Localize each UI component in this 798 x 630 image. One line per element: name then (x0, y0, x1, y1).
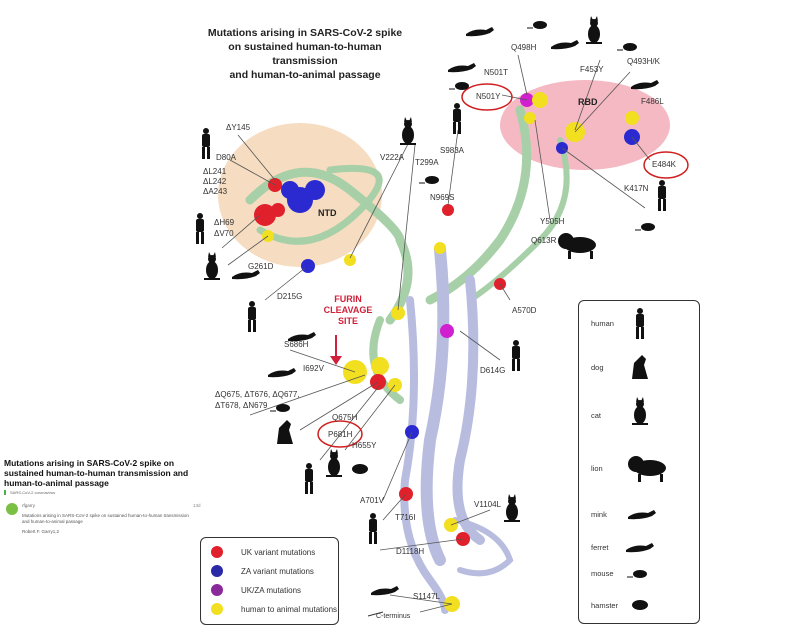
legend-item-za: ZA variant mutations (211, 565, 314, 577)
mutation-legend: UK variant mutations ZA variant mutation… (200, 537, 339, 625)
post-username[interactable]: rfgarry (22, 503, 36, 508)
mutation-label: Q493H/K (627, 57, 660, 66)
rbd-label: RBD (578, 97, 598, 107)
mutation-label: H655Y (352, 441, 377, 450)
mutation-label: V222A (380, 153, 405, 162)
mutation-label: Y505H (540, 217, 565, 226)
mutation-label: S686H (284, 340, 309, 349)
title-line: and human-to-animal passage (229, 69, 381, 81)
mutation-label: D215G (277, 292, 303, 301)
legend-label: UK variant mutations (241, 547, 316, 557)
mutation-label: D80A (216, 153, 237, 162)
mutation-label: F486L (641, 97, 664, 106)
highlight-e484k (643, 151, 689, 179)
title-line: Mutations arising in SARS-CoV-2 spike (207, 27, 403, 39)
mutation-label: K417N (624, 184, 649, 193)
forum-post-preview: Mutations arising in SARS-CoV-2 spike on… (0, 458, 210, 551)
mutation-label: ΔQ675, ΔT676, ΔQ677, (215, 390, 300, 399)
furin-cleavage-site-label: FURIN CLEAVAGE SITE (318, 294, 378, 327)
host-cat: cat (591, 411, 602, 420)
mutation-label: ΔH69 (214, 218, 235, 227)
host-dog: dog (591, 363, 604, 372)
avatar[interactable] (6, 503, 18, 515)
mutation-label: I692V (303, 364, 324, 373)
mutation-label: ΔL242 (203, 177, 227, 186)
mutation-label: E484K (652, 160, 677, 169)
legend-item-uk: UK variant mutations (211, 546, 315, 558)
furin-line: SITE (337, 316, 358, 326)
mutation-label: V1104L (474, 500, 501, 509)
post-title[interactable]: Mutations arising in SARS-CoV-2 spike on… (4, 458, 189, 488)
legend-swatch (211, 565, 223, 577)
post-category-tag[interactable]: SARS-CoV-2 coronavirus (4, 490, 210, 495)
post-author: Robert F. Garry1,2 (22, 529, 60, 534)
ntd-label: NTD (318, 208, 337, 218)
host-lion: lion (591, 464, 603, 473)
mutation-label: ΔA243 (203, 187, 228, 196)
mutation-label: ΔT678, ΔN679 (215, 401, 268, 410)
mutation-label: ΔL241 (203, 167, 227, 176)
figure-title: Mutations arising in SARS-CoV-2 spike on… (200, 26, 410, 82)
mutation-label: T299A (415, 158, 439, 167)
highlight-n501y (461, 83, 513, 111)
post-message: Mutations arising in SARS-CoV-2 spike on… (22, 513, 189, 524)
leader-lines (221, 54, 651, 613)
host-legend: human dog cat lion mink ferret mouse ham… (578, 300, 700, 624)
host-mouse: mouse (591, 569, 614, 578)
legend-swatch (211, 584, 223, 596)
post-body: rfgarry 13d Mutations arising in SARS-Co… (0, 501, 210, 551)
mutation-label: P681H (328, 430, 353, 439)
mutation-label: Q613R (531, 236, 557, 245)
mutation-label: Q498H (511, 43, 537, 52)
mutation-label: T716I (395, 513, 416, 522)
legend-swatch (211, 546, 223, 558)
furin-line: FURIN (334, 294, 362, 304)
host-ferret: ferret (591, 543, 609, 552)
mutation-label: N501Y (476, 92, 501, 101)
furin-arrowhead (330, 356, 342, 365)
mutation-label: S1147L (413, 592, 440, 601)
mutation-label: ΔY145 (226, 123, 251, 132)
legend-label: ZA variant mutations (241, 566, 314, 576)
legend-item-human-to-animal: human to animal mutations (211, 603, 337, 615)
c-terminus-label: C-terminus (376, 613, 411, 620)
mutation-label: N501T (484, 68, 509, 77)
mutation-label: N969S (430, 193, 455, 202)
c-terminus-arrow (367, 611, 384, 617)
legend-label: UK/ZA mutations (241, 585, 302, 595)
mutation-label: Q675H (332, 413, 358, 422)
mutation-label: D614G (480, 366, 506, 375)
title-line: on sustained human-to-human transmission (228, 41, 382, 67)
furin-line: CLEAVAGE (323, 305, 373, 315)
mutation-label: G261D (248, 262, 274, 271)
mutation-label: A570D (512, 306, 537, 315)
mutation-label: A701V (360, 496, 385, 505)
host-mink: mink (591, 510, 607, 519)
legend-item-ukza: UK/ZA mutations (211, 584, 301, 596)
host-hamster: hamster (591, 601, 619, 610)
post-timestamp: 13d (193, 503, 201, 508)
host-human: human (591, 319, 614, 328)
mutation-label: ΔV70 (214, 229, 234, 238)
legend-label: human to animal mutations (241, 604, 338, 614)
mutation-label: S983A (440, 146, 465, 155)
mutation-label: F453Y (580, 65, 604, 74)
legend-swatch (211, 603, 223, 615)
mutation-label: D1118H (396, 547, 425, 556)
highlight-p681h (317, 420, 363, 448)
